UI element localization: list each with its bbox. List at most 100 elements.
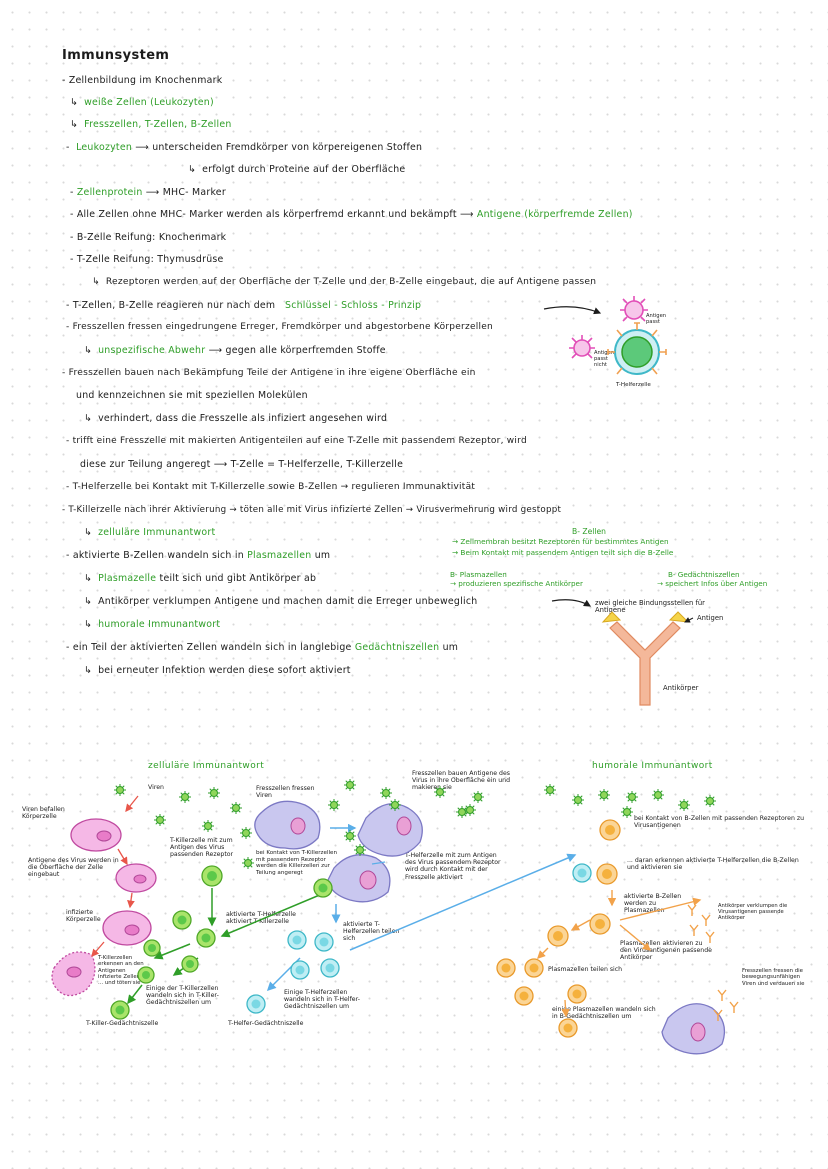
note-line: - aktivierte B-Zellen wandeln sich in Pl… bbox=[66, 550, 330, 561]
note-text: - T-Zellen, B-Zelle reagieren nur nach d… bbox=[66, 300, 276, 311]
note-line: ↳verhindert, dass die Fresszelle als inf… bbox=[84, 413, 387, 424]
virus-icon bbox=[154, 814, 166, 826]
note-text: Plasmazellen bbox=[247, 550, 312, 561]
diagram-label: Antigene des Virus werden in die Oberflä… bbox=[28, 857, 119, 879]
cellular-response-heading: zelluläre Immunantwort bbox=[148, 761, 265, 771]
note-line: - T-Helferzelle bei Kontakt mit T-Killer… bbox=[66, 482, 476, 492]
note-text: gegen alle körperfremden Stoffe bbox=[225, 345, 386, 356]
hook-arrow-icon: ↳ bbox=[92, 277, 100, 287]
note-text: um bbox=[442, 642, 459, 653]
cell-nucleus bbox=[396, 816, 412, 836]
diagram-label: aktivierte B-Zellen werden zu Plasmazell… bbox=[624, 893, 682, 915]
note-line: - B-Zelle Reifung: Knochenmark bbox=[70, 232, 227, 243]
flow-arrow bbox=[570, 919, 591, 931]
note-text: - ein Teil der aktivierten Zellen wandel… bbox=[66, 642, 352, 653]
note-line: ↳bei erneuter Infektion werden diese sof… bbox=[84, 665, 351, 676]
virus-icon bbox=[202, 820, 214, 832]
bzellen-note: → Zellmembran besitzt Rezeptoren für bes… bbox=[452, 537, 669, 546]
note-line: ↳ zelluläre Immunantwort bbox=[84, 527, 215, 538]
virus-icon bbox=[240, 827, 252, 839]
diagram-label: infizierte Körperzelle bbox=[66, 909, 101, 924]
virus-icon bbox=[544, 784, 556, 796]
diagram-label: Viren bbox=[148, 784, 164, 791]
virus-icon bbox=[380, 787, 392, 799]
hook-arrow-icon: ↳ bbox=[84, 573, 93, 584]
note-text: Antikörper verklumpen Antigene und mache… bbox=[98, 596, 478, 607]
pointer-arrow bbox=[551, 599, 592, 607]
hook-arrow-icon: ↳ bbox=[70, 97, 79, 108]
flow-arrow bbox=[537, 947, 549, 959]
note-text: Leukozyten bbox=[76, 142, 133, 153]
virus-icon bbox=[472, 791, 484, 803]
note-line: ↳unspezifische Abwehr ⟶ gegen alle körpe… bbox=[84, 345, 386, 356]
diagram-label: Antikörper verklumpen die Virusantigenen… bbox=[718, 903, 788, 921]
note-line: - Fresszellen bauen nach Bekämpfung Teil… bbox=[62, 368, 476, 378]
note-text: Rezeptoren werden auf der Oberfläche der… bbox=[105, 277, 597, 287]
diagram-label: aktivierte T-Helferzellen teilen sich bbox=[343, 921, 400, 943]
note-line: - ein Teil der aktivierten Zellen wandel… bbox=[66, 642, 458, 653]
flow-arrow bbox=[619, 924, 652, 951]
diagram-label: Einige der T-Killerzellen wandeln sich i… bbox=[146, 985, 219, 1007]
virus-icon bbox=[704, 795, 716, 807]
diagram-label: Fresszellen bauen Antigene des Virus in … bbox=[412, 770, 511, 792]
cell-nucleus bbox=[290, 817, 306, 835]
note-line: diese zur Teilung angeregt ⟶ T-Zelle = T… bbox=[80, 459, 404, 470]
note-text: Schlüssel - Schloss - Prinzip bbox=[285, 300, 422, 311]
cell-nucleus bbox=[690, 1022, 706, 1042]
diagram-label: Plasmazellen teilen sich bbox=[548, 966, 623, 973]
diagram-label: Einige T-Helferzellen wandeln sich in T-… bbox=[284, 989, 360, 1011]
note-text: weiße Zellen (Leukozyten) bbox=[84, 97, 214, 108]
flow-arrow bbox=[125, 795, 139, 813]
hook-arrow-icon: ↳ bbox=[84, 596, 93, 607]
flow-arrow bbox=[561, 999, 570, 1018]
flow-arrow bbox=[127, 892, 135, 909]
note-line: - trifft eine Fresszelle mit makierten A… bbox=[66, 436, 527, 446]
note-text: erfolgt durch Proteine auf der Oberfläch… bbox=[202, 164, 406, 175]
bzellen-note: → produzieren spezifische Antikörper bbox=[450, 579, 583, 588]
diagram-label: Fresszellen fressen die bewegungsunfähig… bbox=[742, 968, 805, 987]
hook-arrow-icon: ↳ bbox=[188, 164, 197, 175]
virus-icon bbox=[456, 806, 468, 818]
virus-icon bbox=[464, 804, 476, 816]
bzellen-title: B- Zellen bbox=[572, 527, 606, 536]
helper-cell-label: T-Helferzelle bbox=[616, 382, 651, 388]
helper-cell-illustration bbox=[607, 322, 667, 375]
note-line: ↳ erfolgt durch Proteine auf der Oberfläc… bbox=[188, 164, 405, 175]
virus-icon bbox=[626, 791, 638, 803]
diagram-label: bei Kontakt von B-Zellen mit passenden R… bbox=[634, 815, 805, 830]
diagram-label: bei Kontakt von T-Killerzellen mit passe… bbox=[256, 850, 338, 876]
hook-arrow-icon: ↳ bbox=[84, 527, 93, 538]
diagram-label: Viren befallen Körperzelle bbox=[22, 806, 65, 821]
diagram-label: Plasmazellen aktivieren zu den Virusanti… bbox=[620, 940, 712, 962]
note-text: um bbox=[314, 550, 331, 561]
note-text: Fresszellen, T-Zellen, B-Zellen bbox=[84, 119, 232, 130]
note-line: - Zellenbildung im Knochenmark bbox=[62, 75, 223, 86]
antigen-fits-icon bbox=[620, 296, 648, 322]
antigen-fits-label: Antigen passt bbox=[646, 313, 667, 325]
diagram-label: T-Killerzellen erkennen an den Antigenen… bbox=[98, 955, 144, 987]
cell-nucleus bbox=[66, 966, 82, 978]
note-text: - Alle Zellen ohne MHC- Marker werden al… bbox=[70, 209, 457, 220]
humoral-response-heading: humorale Immunantwort bbox=[592, 761, 713, 771]
flow-arrow bbox=[117, 848, 128, 866]
virus-icon bbox=[354, 844, 366, 856]
diagram-label: T-Helferzelle mit zum Antigen des Virus … bbox=[405, 852, 501, 881]
antibody-label: Antikörper bbox=[663, 684, 699, 692]
note-line: - Alle Zellen ohne MHC- Marker werden al… bbox=[70, 209, 633, 220]
note-text: Gedächtniszellen bbox=[354, 642, 440, 653]
bzellen-note: B- Plasmazellen bbox=[450, 570, 507, 579]
note-text: bei erneuter Infektion werden diese sofo… bbox=[98, 665, 351, 676]
virus-icon bbox=[678, 799, 690, 811]
note-text: unterscheiden Fremdkörper von körpereige… bbox=[152, 142, 423, 153]
hook-arrow-icon: ↳ bbox=[84, 619, 93, 630]
pointer-arrow bbox=[543, 306, 602, 315]
note-line: - Leukozyten ⟶ unterscheiden Fremdkörper… bbox=[66, 142, 423, 153]
diagram-label: Fresszellen fressen Viren bbox=[256, 785, 315, 800]
flow-arrow bbox=[619, 897, 702, 921]
flow-arrow bbox=[127, 984, 143, 1005]
note-text: zelluläre Immunantwort bbox=[98, 527, 216, 538]
note-text: MHC- Marker bbox=[162, 187, 226, 198]
note-line: - T-Killerzelle nach ihrer Aktivierung →… bbox=[62, 505, 562, 515]
